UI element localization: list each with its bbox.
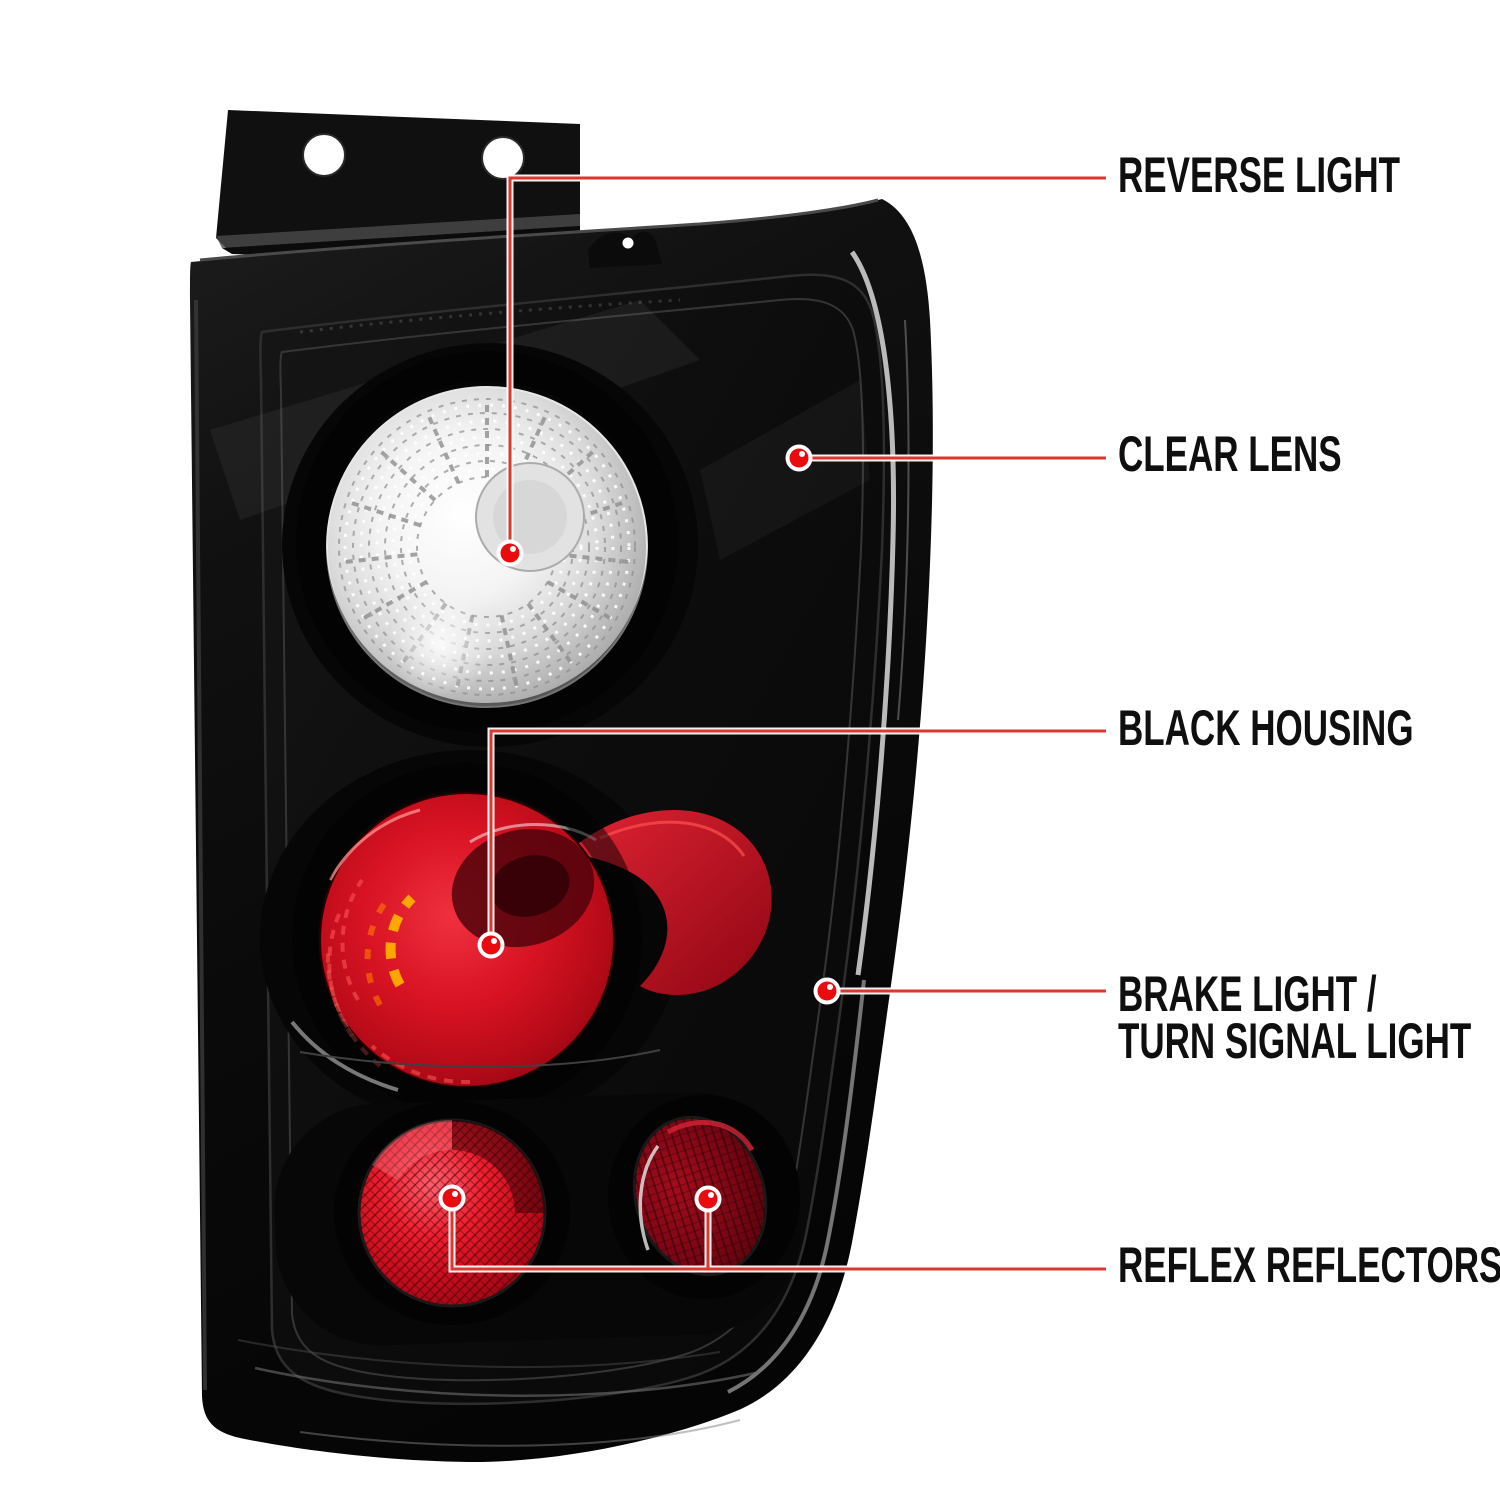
- callout-label-text: BLACK HOUSING: [1118, 700, 1414, 756]
- reverse-light-lens: [282, 343, 698, 747]
- callout-marker-reflex-right: [694, 1185, 722, 1213]
- amber-reflection-arc-2: [364, 898, 390, 1007]
- amber-reflection-arc: [385, 894, 416, 988]
- mounting-bracket: [216, 110, 580, 262]
- callout-lines: [448, 174, 1106, 1273]
- bracket-hole-left: [302, 133, 346, 177]
- brake-lens-tail-highlight: [599, 820, 746, 857]
- callout-markers: [438, 444, 841, 1213]
- brake-bulb: [490, 855, 570, 917]
- bottom-contour-2: [254, 1366, 761, 1397]
- right-edge-reflection: [849, 250, 897, 976]
- bottom-contour-1: [237, 1339, 721, 1369]
- callout-label-brake-turn-signal: BRAKE LIGHT / TURN SIGNAL LIGHT: [1118, 966, 1472, 1069]
- molding-line: [299, 298, 681, 334]
- brake-turn-lens: [260, 750, 772, 1126]
- housing-highlights: [194, 198, 910, 1447]
- callout-label-text: BRAKE LIGHT /: [1118, 966, 1377, 1022]
- corner-reflection: [727, 979, 866, 1394]
- lens-window-inner-contour: [279, 298, 864, 1382]
- reflector-left-shadow: [452, 1120, 545, 1213]
- callout-marker-brake: [813, 977, 841, 1005]
- left-edge-highlight: [194, 299, 207, 1391]
- divider-contour: [299, 1049, 661, 1068]
- callout-marker-clear-lens: [785, 444, 813, 472]
- reflector-left-highlight: [372, 1119, 452, 1180]
- callout-label-reverse-light: REVERSE LIGHT: [1118, 147, 1400, 203]
- brake-facets: [325, 878, 471, 1085]
- clear-lens-rim-shadow: [296, 351, 678, 733]
- callout-line-reflex-1: [450, 1198, 1106, 1271]
- outer-edge-line: [897, 319, 910, 721]
- brake-rim-shadow: [292, 763, 642, 1113]
- housing-tab: [588, 231, 662, 268]
- reflector-right-highlight: [638, 1144, 660, 1251]
- bracket-fold-highlight: [216, 214, 580, 248]
- callout-marker-reflex-left: [438, 1184, 466, 1212]
- callout-marker-black-housing: [477, 931, 505, 959]
- housing-tab-hole: [622, 237, 634, 249]
- top-edge-highlight: [199, 198, 879, 262]
- bottom-lip-highlight: [299, 1419, 741, 1447]
- callout-label-reflex-reflectors: REFLEX REFLECTORS: [1118, 1237, 1500, 1293]
- housing-sheen-mid: [700, 380, 870, 560]
- brake-rim-light: [328, 808, 421, 881]
- callout-label-text: REFLEX REFLECTORS: [1118, 1237, 1500, 1293]
- reflector-right-red-edge: [666, 1119, 755, 1152]
- callout-line-reverse-light: [508, 176, 1106, 553]
- callout-line-black-housing: [489, 729, 1106, 945]
- callout-label-black-housing: BLACK HOUSING: [1118, 700, 1414, 756]
- callout-label-clear-lens: CLEAR LENS: [1118, 426, 1342, 482]
- bracket-hole-right: [481, 136, 525, 180]
- callout-label-text: CLEAR LENS: [1118, 426, 1342, 482]
- callout-label-text: TURN SIGNAL LIGHT: [1118, 1013, 1472, 1069]
- clear-lens-glow: [388, 593, 492, 697]
- brake-pocket-sliver: [290, 1020, 399, 1092]
- callout-marker-reverse-light: [496, 539, 524, 567]
- callout-label-text: REVERSE LIGHT: [1118, 147, 1400, 203]
